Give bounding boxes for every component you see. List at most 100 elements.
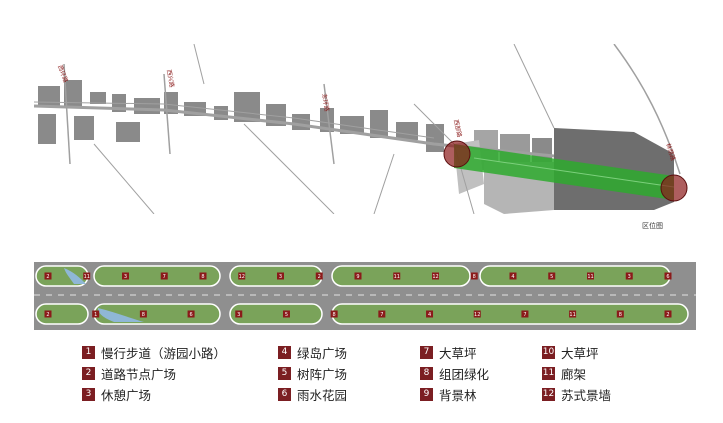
plan-marker-box: [199, 272, 207, 280]
legend-number: 7: [420, 345, 433, 359]
legend-number: 12: [542, 387, 555, 401]
building: [116, 122, 140, 142]
water-feature: [64, 268, 86, 284]
plan-marker-label: 3: [628, 274, 631, 280]
plan-marker-box: [509, 272, 517, 280]
legend-label: 雨水花园: [297, 387, 348, 403]
legend-number: 6: [278, 387, 291, 401]
road: [34, 101, 435, 139]
plan-marker-label: 12: [239, 274, 245, 280]
plan-marker-label: 8: [333, 312, 336, 318]
road: [373, 153, 395, 214]
plan-marker-box: [432, 272, 439, 280]
top-green-islands: [35, 265, 671, 287]
water-feature: [98, 308, 144, 322]
plan-marker-label: 2: [318, 274, 321, 280]
plan-marker-box: [426, 310, 434, 318]
plan-marker-box: [330, 310, 338, 318]
building: [340, 116, 364, 134]
legend-label: 廊架: [561, 366, 587, 382]
node-marker-east: [660, 174, 688, 202]
legend-item: 10 大草坪: [542, 344, 599, 361]
building: [38, 114, 56, 144]
building: [164, 92, 178, 114]
plan-marker-box: [664, 272, 672, 280]
legend-number: 2: [82, 366, 95, 380]
legend-label: 背景林: [439, 387, 477, 403]
legend-number: 8: [420, 366, 433, 380]
road: [513, 44, 555, 129]
legend-item: 11 廊架: [542, 365, 587, 382]
legend-item: 6 雨水花园: [278, 386, 348, 403]
plan-marker-label: 8: [473, 274, 476, 280]
plan-marker-box: [160, 272, 168, 280]
legend-number: 5: [278, 366, 291, 380]
legend-label: 绿岛广场: [297, 345, 348, 361]
plan-marker-label: 5: [285, 312, 288, 318]
plan-marker-box: [187, 310, 195, 318]
legend-label: 大草坪: [561, 345, 599, 361]
legend-number: 10: [542, 345, 555, 359]
legend-number: 11: [542, 366, 555, 380]
green-corridor: [454, 144, 674, 200]
plan-marker-box: [92, 310, 100, 318]
plan-marker-label: 6: [666, 274, 669, 280]
green-island: [93, 265, 221, 287]
building: [38, 86, 60, 106]
legend-label: 苏式景墙: [561, 387, 612, 403]
plan-marker-label: 8: [142, 312, 145, 318]
node-marker-west: [443, 140, 471, 168]
corridor-centerline: [473, 157, 675, 188]
plan-marker-label: 3: [279, 274, 282, 280]
building: [134, 98, 160, 114]
plan-marker-label: 11: [84, 274, 90, 280]
plan-marker-box: [83, 272, 91, 280]
road: [613, 44, 681, 175]
plan-marker-label: 2: [666, 312, 669, 318]
plan-marker-label: 7: [163, 274, 166, 280]
plan-marker-box: [470, 272, 478, 280]
road-label: 西部路: [452, 119, 464, 138]
plan-marker-label: 6: [189, 312, 192, 318]
green-island: [331, 303, 689, 325]
building: [292, 114, 310, 130]
building: [64, 80, 82, 106]
location-map-caption: 区位图: [642, 222, 663, 230]
plan-marker-label: 1: [94, 312, 97, 318]
plan-marker-box: [277, 272, 284, 280]
road: [323, 83, 335, 165]
green-island: [35, 303, 89, 325]
legend-label: 休憩广场: [101, 387, 152, 403]
plan-marker-label: 11: [587, 274, 593, 280]
legend-label: 慢行步道（游园小路）: [101, 345, 227, 361]
plan-marker-box: [139, 310, 147, 318]
plan-marker-box: [44, 310, 52, 318]
plan-marker-box: [473, 310, 481, 318]
plan-marker-label: 2: [46, 274, 49, 280]
road: [163, 73, 171, 155]
plan-marker-box: [354, 272, 362, 280]
road-label: 西兴路: [165, 69, 176, 88]
plan-marker-box: [616, 310, 624, 318]
road: [243, 123, 335, 214]
plan-marker-label: 8: [201, 274, 204, 280]
plan-marker-label: 11: [394, 274, 400, 280]
plan-marker-label: 7: [380, 312, 383, 318]
plan-marker-box: [569, 310, 577, 318]
location-map: 西环路 西兴路 东环路 西部路 林荫路: [34, 44, 696, 214]
plan-marker-box: [122, 272, 129, 280]
legend-number: 3: [82, 387, 95, 401]
green-island: [331, 265, 471, 287]
plan-marker-box: [235, 310, 243, 318]
plan-marker-label: 11: [569, 312, 575, 318]
plan-marker-box: [315, 272, 323, 280]
building: [320, 108, 334, 132]
legend-item: 3 休憩广场: [82, 386, 152, 403]
